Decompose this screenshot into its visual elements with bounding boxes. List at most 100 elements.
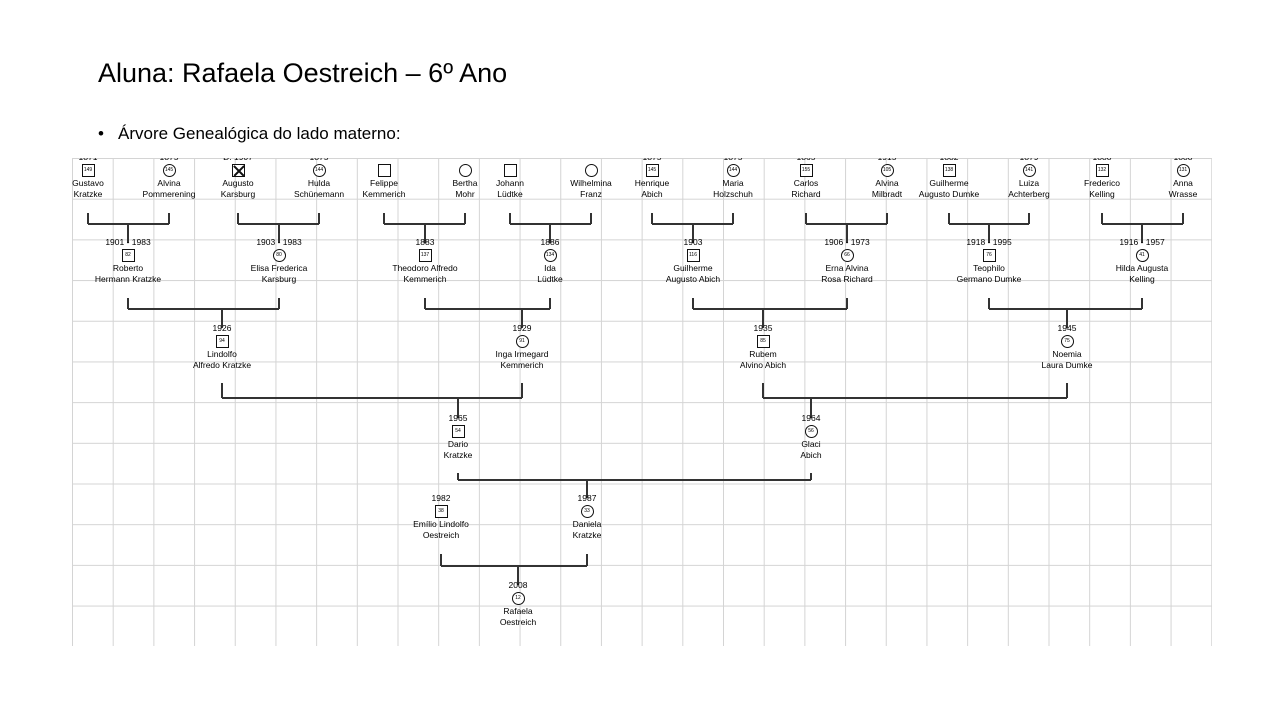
descent-line bbox=[586, 480, 588, 498]
person-name-line1: Daniela bbox=[572, 519, 602, 529]
descent-line bbox=[988, 224, 990, 243]
parent-link-line bbox=[1141, 298, 1143, 309]
parent-link-line bbox=[886, 213, 888, 224]
female-circle-icon: 91 bbox=[515, 335, 529, 348]
descent-line bbox=[457, 398, 459, 418]
person-luiza: 1879141LuizaAchterberg bbox=[969, 158, 1089, 200]
slide-title: Aluna: Rafaela Oestreich – 6º Ano bbox=[98, 58, 508, 88]
parent-link-line bbox=[318, 213, 320, 224]
person-name-line2: Laura Dumke bbox=[1041, 360, 1093, 370]
person-name-line1: Inga Irmegard bbox=[495, 349, 549, 359]
parent-link-line bbox=[651, 213, 653, 224]
female-circle-icon: 75 bbox=[1060, 335, 1074, 348]
person-name-line2: Lüdtke bbox=[537, 274, 563, 284]
person-alvina-p: 1875145AlvinaPommerening bbox=[109, 158, 229, 200]
parent-link-line bbox=[424, 298, 426, 309]
person-name-line2: Richard bbox=[791, 189, 821, 199]
person-years: 1965 bbox=[448, 413, 468, 423]
person-name-line1: Dario bbox=[447, 439, 469, 449]
person-years: 1926 bbox=[212, 323, 232, 333]
person-name-line2: Kemmerich bbox=[362, 189, 406, 199]
person-henrique: 1875145HenriqueAbich bbox=[592, 158, 712, 200]
couple-line bbox=[441, 565, 587, 567]
parent-link-line bbox=[805, 213, 807, 224]
person-years: 1886 bbox=[540, 237, 560, 247]
family-tree-diagram: 1871149GustavoKratzke1875145AlvinaPommer… bbox=[72, 158, 1212, 646]
male-square-icon bbox=[503, 164, 517, 177]
couple-line bbox=[425, 308, 550, 310]
couple-line bbox=[763, 397, 1067, 399]
person-years: 1875 bbox=[259, 158, 379, 163]
parent-link-line bbox=[692, 298, 694, 309]
parent-link-line bbox=[509, 213, 511, 224]
person-name-line2: Oestreich bbox=[422, 530, 460, 540]
female-circle-icon: 145 bbox=[162, 164, 176, 177]
person-name-line2: Karsburg bbox=[261, 274, 297, 284]
parent-link-line bbox=[521, 383, 523, 398]
parent-link-line bbox=[732, 213, 734, 224]
person-years: 1882 bbox=[889, 158, 1009, 163]
female-circle-icon: 134 bbox=[543, 249, 557, 262]
person-name-line2: Milbradt bbox=[871, 189, 903, 199]
person-name-line1: Augusto bbox=[222, 178, 254, 188]
parent-link-line bbox=[383, 213, 385, 224]
person-years: 1906 - 1973 bbox=[824, 237, 870, 247]
male-square-icon: 149 bbox=[81, 164, 95, 177]
person-name-line2: Mohr bbox=[455, 189, 475, 199]
person-augusto-k: D. 1907AugustoKarsburg bbox=[178, 158, 298, 200]
bullet-dot: • bbox=[98, 124, 104, 143]
male-square-icon: 82 bbox=[121, 249, 135, 262]
person-years: 1945 bbox=[1057, 323, 1077, 333]
person-name-line1: Anna bbox=[1173, 178, 1193, 188]
person-name-line2: Kemmerich bbox=[403, 274, 447, 284]
person-frederico: 1888132FredericoKelling bbox=[1042, 158, 1162, 200]
person-name-line2: Oestreich bbox=[499, 617, 537, 627]
descent-line bbox=[846, 224, 848, 243]
person-name-line1: Frederico bbox=[1084, 178, 1120, 188]
parent-link-line bbox=[440, 554, 442, 566]
person-name-line1: Theodoro Alfredo bbox=[392, 263, 458, 273]
female-circle-icon: 141 bbox=[1022, 164, 1036, 177]
person-name-line2: Augusto Abich bbox=[665, 274, 721, 284]
female-circle-icon: 12 bbox=[511, 592, 525, 605]
parent-link-line bbox=[586, 554, 588, 566]
male-square-icon: 132 bbox=[1095, 164, 1109, 177]
person-name-line2: Pommerening bbox=[142, 189, 196, 199]
person-name-line2: Germano Dumke bbox=[956, 274, 1022, 284]
parent-link-line bbox=[168, 213, 170, 224]
person-carlos: 1865155CarlosRichard bbox=[746, 158, 866, 200]
parent-link-line bbox=[762, 383, 764, 398]
male-square-icon: 137 bbox=[418, 249, 432, 262]
female-circle-icon: 105 bbox=[880, 164, 894, 177]
person-name-line2: Wrasse bbox=[1168, 189, 1198, 199]
male-square-icon bbox=[377, 164, 391, 177]
descent-line bbox=[127, 224, 129, 243]
person-years: 1879 bbox=[969, 158, 1089, 163]
person-name-line2: Franz bbox=[580, 189, 602, 199]
person-years: 1888 bbox=[1123, 158, 1212, 163]
person-name-line1: Roberto bbox=[112, 263, 144, 273]
female-circle-icon: 131 bbox=[1176, 164, 1190, 177]
parent-link-line bbox=[1028, 213, 1030, 224]
parent-link-line bbox=[988, 298, 990, 309]
person-name-line1: Hilda Augusta bbox=[1115, 263, 1169, 273]
couple-line bbox=[989, 308, 1142, 310]
person-guilherme-d: 1882138GuilhermeAugusto Dumke bbox=[889, 158, 1009, 200]
person-years: 1875 bbox=[109, 158, 229, 163]
couple-line bbox=[693, 308, 847, 310]
